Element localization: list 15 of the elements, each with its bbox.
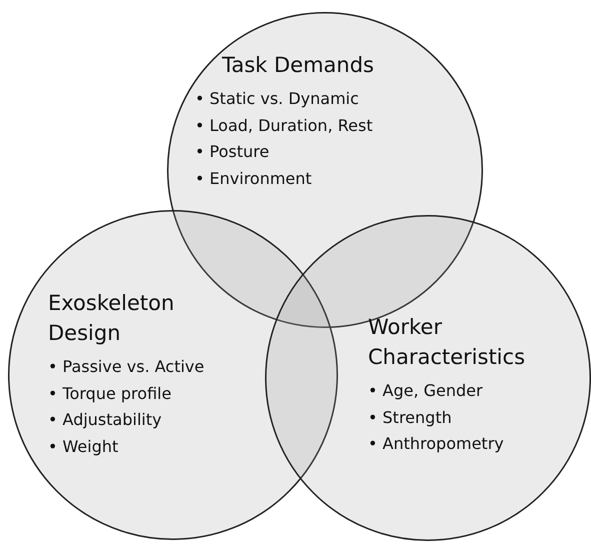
bullet-item: • Environment [195, 168, 313, 190]
bullet-item: • Load, Duration, Rest [195, 114, 374, 136]
bullet-item: • Weight [48, 436, 120, 458]
circle-heading: Task Demands [222, 52, 375, 79]
bullet-item: • Age, Gender [368, 380, 484, 402]
bullet-item: • Anthropometry [368, 433, 505, 455]
bullet-item: • Torque profile [48, 382, 172, 404]
circle-heading: Exoskeleton Design [48, 290, 176, 347]
bullet-item: • Strength [368, 406, 453, 428]
bullet-item: • Posture [195, 141, 270, 163]
bullet-item: • Passive vs. Active [48, 356, 206, 378]
bullet-item: • Adjustability [48, 409, 163, 431]
bullet-item: • Static vs. Dynamic [195, 88, 360, 110]
venn-circle [265, 215, 591, 541]
circle-heading: Worker Characteristics [368, 314, 526, 371]
